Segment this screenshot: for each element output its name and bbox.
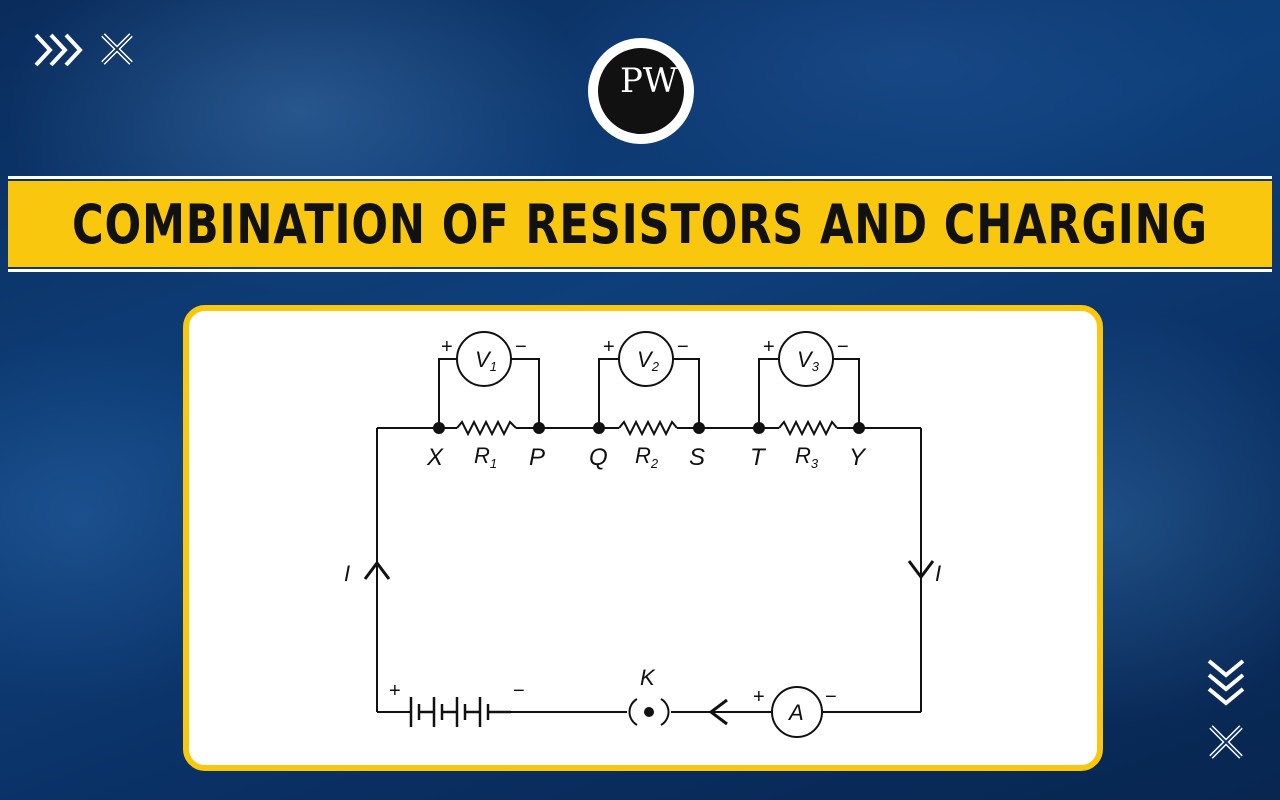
voltmeter-v2-leads — [598, 358, 619, 428]
voltmeter-v3-label: V3 — [797, 347, 820, 374]
node-label-y: Y — [849, 444, 867, 471]
voltmeter-v2-label: V2 — [637, 347, 660, 374]
node-dot-x — [433, 422, 445, 434]
close-icon — [101, 33, 133, 65]
node-label-x: X — [426, 444, 444, 471]
voltmeter-v1-label: V1 — [475, 347, 497, 374]
chevrons-right-icon — [34, 33, 83, 67]
current-arrow-left — [708, 698, 728, 726]
chevrons-down-icon — [1207, 659, 1245, 706]
circuit-diagram: V1 V2 V3 + − + − + − X P Q S T Y R1 R2 R… — [344, 331, 941, 738]
ammeter-label: A — [787, 700, 804, 725]
node-dot-t — [753, 422, 765, 434]
junction-dots — [433, 422, 865, 717]
voltmeter-v3 — [778, 331, 834, 387]
frame-bottom-line — [8, 269, 1272, 272]
v3-minus: − — [837, 336, 849, 358]
close-icon — [1209, 725, 1243, 759]
frame-top-line — [8, 176, 1272, 179]
node-dot-p — [533, 422, 545, 434]
battery — [409, 697, 511, 727]
current-label-right: I — [935, 561, 941, 586]
node-label-t: T — [750, 444, 767, 471]
voltmeter-v1 — [456, 331, 512, 387]
pw-logo-mark: PW — [620, 61, 678, 101]
ammeter — [771, 686, 823, 738]
current-label-left: I — [344, 561, 350, 586]
page-title: COMBINATION OF RESISTORS AND CHARGING — [72, 192, 1208, 256]
resistor-r3-label: R3 — [795, 443, 819, 471]
pw-logo: PW — [588, 38, 694, 144]
key-label: K — [640, 665, 656, 690]
resistor-r2-label: R2 — [635, 443, 659, 471]
battery-plus: + — [389, 680, 401, 702]
resistor-r1 — [456, 419, 517, 437]
node-label-s: S — [689, 444, 705, 471]
voltmeter-v1-leads — [438, 358, 457, 428]
node-dot-y — [853, 422, 865, 434]
title-band: COMBINATION OF RESISTORS AND CHARGING — [8, 181, 1272, 267]
key-arc-right — [660, 698, 670, 726]
key-dot — [644, 707, 654, 717]
resistor-r3 — [778, 419, 838, 437]
ammeter-plus: + — [753, 686, 765, 708]
current-arrow-up — [363, 560, 391, 580]
node-label-p: P — [529, 444, 545, 471]
current-arrow-down — [907, 560, 935, 580]
node-dot-s — [693, 422, 705, 434]
logo-letter-p: PW — [620, 61, 678, 101]
v1-minus: − — [515, 336, 527, 358]
resistor-r1-label: R1 — [474, 443, 497, 471]
voltmeter-v3-leads — [758, 358, 779, 428]
v3-plus: + — [763, 336, 775, 358]
key-arc-left — [628, 698, 638, 726]
ammeter-minus: − — [825, 686, 837, 708]
battery-minus: − — [513, 680, 525, 702]
v2-plus: + — [603, 336, 615, 358]
v1-plus: + — [441, 336, 453, 358]
voltmeter-v2 — [618, 331, 674, 387]
node-label-q: Q — [589, 444, 608, 471]
resistor-r2 — [618, 419, 678, 437]
node-dot-q — [593, 422, 605, 434]
v2-minus: − — [677, 336, 689, 358]
diagram-card: V1 V2 V3 + − + − + − X P Q S T Y R1 R2 R… — [183, 305, 1103, 771]
